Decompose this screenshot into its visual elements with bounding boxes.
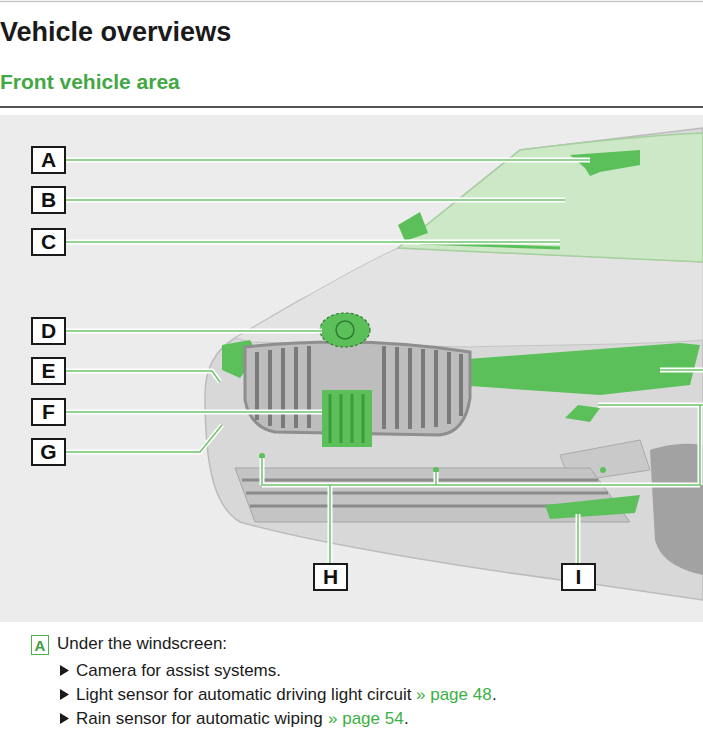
callout-letter: C bbox=[41, 230, 56, 254]
bullet bbox=[60, 689, 69, 700]
mirror bbox=[398, 212, 428, 241]
grille-slat bbox=[382, 346, 386, 429]
parking-sensor bbox=[600, 467, 606, 473]
grille-slat bbox=[281, 348, 285, 428]
page-title: Vehicle overviews bbox=[0, 17, 231, 48]
description-heading: Under the windscreen: bbox=[57, 634, 227, 654]
grille-slat bbox=[294, 347, 298, 428]
radar-slat bbox=[329, 394, 332, 443]
washer-nozzle bbox=[565, 405, 600, 422]
leader-line bbox=[262, 370, 703, 563]
callout-box: F bbox=[31, 398, 66, 426]
callout-letter: E bbox=[41, 359, 55, 383]
grille-slat bbox=[307, 346, 311, 428]
leader-line bbox=[262, 370, 703, 563]
punctuation: . bbox=[492, 685, 497, 705]
radar-slat bbox=[340, 394, 343, 443]
grille-slat bbox=[268, 350, 272, 426]
punctuation: . bbox=[404, 709, 409, 729]
leader-line bbox=[66, 371, 220, 382]
leader-line bbox=[577, 514, 579, 563]
callout-box: A bbox=[31, 635, 49, 655]
radar-sensor bbox=[322, 390, 372, 447]
grille-slat bbox=[447, 352, 451, 424]
wheel bbox=[650, 444, 703, 575]
leader-line bbox=[66, 158, 590, 163]
grille-slat bbox=[246, 492, 608, 495]
camera-sensor bbox=[570, 150, 640, 176]
leader-line bbox=[66, 198, 565, 203]
leader-line bbox=[66, 371, 220, 382]
radar-slats bbox=[330, 394, 363, 443]
leader-line bbox=[66, 199, 565, 201]
callout-letter: G bbox=[40, 440, 56, 464]
leader-core bbox=[66, 160, 703, 563]
leader-line bbox=[66, 425, 222, 452]
bullet bbox=[60, 665, 69, 676]
callout-box: B bbox=[31, 186, 66, 214]
page-reference: » page 48 bbox=[416, 685, 492, 705]
leader-line bbox=[66, 241, 560, 243]
callout-letter: B bbox=[41, 188, 56, 212]
callout-box: G bbox=[31, 438, 66, 466]
leader-line bbox=[66, 410, 322, 415]
callout-box: C bbox=[31, 228, 66, 256]
illustration-background bbox=[0, 115, 703, 622]
leader-line bbox=[576, 514, 581, 563]
callout-box: H bbox=[313, 563, 348, 591]
leader-halo bbox=[66, 160, 703, 563]
callout-letter: A bbox=[35, 637, 46, 654]
callout-box: E bbox=[31, 357, 66, 385]
leader-line bbox=[66, 240, 560, 245]
bullet-text: Camera for assist systems. bbox=[76, 661, 281, 681]
section-subtitle: Front vehicle area bbox=[0, 72, 180, 92]
leader-line bbox=[66, 425, 222, 452]
callout-box: A bbox=[31, 146, 66, 174]
bullet-text: Light sensor for automatic driving light… bbox=[76, 685, 411, 705]
leader-line bbox=[66, 411, 322, 413]
leader-line bbox=[66, 329, 322, 334]
grille-slat bbox=[459, 354, 463, 416]
bullet-text: Rain sensor for automatic wiping bbox=[76, 709, 323, 729]
heading-rule bbox=[0, 106, 703, 108]
radar-slat bbox=[351, 394, 354, 443]
grille-slat bbox=[421, 349, 425, 428]
callout-letter: H bbox=[323, 565, 338, 589]
callout-letter: D bbox=[41, 319, 56, 343]
top-rule bbox=[0, 1, 703, 3]
callout-box: I bbox=[561, 563, 596, 591]
leader-line bbox=[66, 159, 590, 161]
grille-slat bbox=[395, 347, 399, 429]
callout-letter: I bbox=[576, 565, 582, 589]
fog-light bbox=[545, 495, 640, 519]
callout-box: D bbox=[31, 317, 66, 345]
brand-logo bbox=[336, 321, 354, 339]
leader-line bbox=[66, 330, 322, 332]
page-reference: » page 54 bbox=[328, 709, 404, 729]
bonnet-release bbox=[320, 313, 370, 347]
callout-letter: A bbox=[41, 148, 56, 172]
grille-slat bbox=[242, 479, 598, 482]
radar-slat bbox=[362, 394, 365, 443]
bullet bbox=[60, 713, 69, 724]
callout-letter: F bbox=[42, 400, 55, 424]
grille-slat bbox=[434, 350, 438, 427]
grille-slat bbox=[408, 348, 412, 429]
